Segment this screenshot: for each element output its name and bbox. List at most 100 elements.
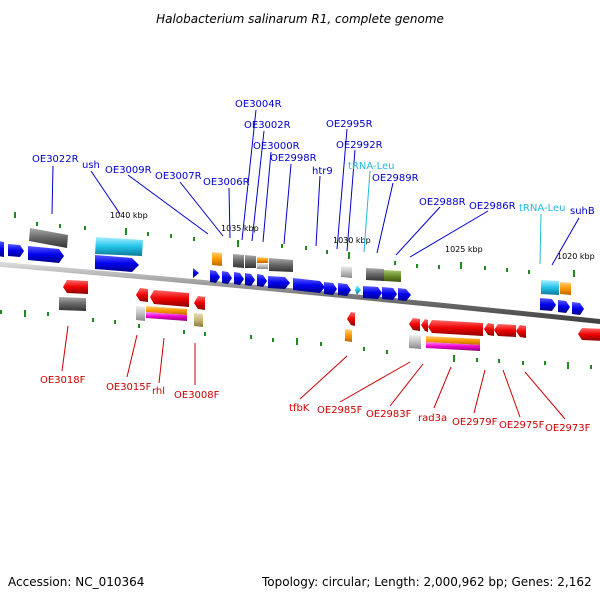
trna-labels: tRNA-Leu tRNA-Leu xyxy=(348,161,565,214)
forward-strand-genes xyxy=(63,280,600,341)
gene-label: OE2988R xyxy=(419,197,466,208)
gene-arrow xyxy=(194,296,205,310)
gene-feature xyxy=(194,313,203,327)
gene-arrow xyxy=(193,268,199,278)
trna-label: tRNA-Leu xyxy=(519,203,565,214)
gene-label: OE3007R xyxy=(155,171,202,182)
gene-arrow xyxy=(363,286,382,299)
gene-arrow xyxy=(409,318,420,331)
reverse-gene-labels: OE3022R ush OE3009R OE3007R OE3006R OE30… xyxy=(32,99,595,217)
gene-label: OE3008F xyxy=(174,390,220,401)
gene-feature xyxy=(136,306,145,321)
gene-feature xyxy=(269,258,293,272)
gene-label: rhl xyxy=(152,386,165,397)
gene-label: OE3004R xyxy=(235,99,282,110)
gene-arrow xyxy=(293,278,325,293)
gene-label: OE3000R xyxy=(253,141,300,152)
gene-label: tfbK xyxy=(289,403,310,414)
gene-arrow xyxy=(578,328,600,341)
scale-label: 1040 kbp xyxy=(110,211,148,220)
gene-feature xyxy=(426,342,480,351)
trna-label: tRNA-Leu xyxy=(348,161,394,172)
gene-label: OE3006R xyxy=(203,177,250,188)
gene-arrow xyxy=(95,255,139,272)
trna-arrow xyxy=(355,285,361,295)
reverse-leader-lines xyxy=(51,109,580,266)
gene-arrow xyxy=(28,246,64,263)
gene-feature xyxy=(59,297,86,311)
gene-feature xyxy=(257,263,268,269)
gene-arrow xyxy=(324,282,337,295)
gene-arrow xyxy=(234,272,244,285)
trna-leader-lines xyxy=(363,170,542,265)
gene-feature xyxy=(560,282,571,295)
gene-feature xyxy=(257,257,268,263)
gene-arrow xyxy=(338,283,351,296)
accession-text: Accession: NC_010364 xyxy=(8,575,145,589)
gene-label: rad3a xyxy=(418,413,447,424)
reverse-strand-outer-features xyxy=(29,228,571,295)
gene-feature xyxy=(29,228,68,248)
scale-label: 1025 kbp xyxy=(445,245,483,254)
gene-feature xyxy=(409,335,421,349)
gene-arrow xyxy=(210,270,220,283)
gene-label: OE2979F xyxy=(452,417,498,428)
gene-label: OE2992R xyxy=(336,140,383,151)
gene-label: OE2985F xyxy=(317,405,363,416)
gene-label: OE3009R xyxy=(105,165,152,176)
gene-label: OE3022R xyxy=(32,154,79,165)
gene-arrow xyxy=(245,273,255,286)
gene-feature xyxy=(146,312,187,321)
gene-arrow xyxy=(222,271,232,284)
gene-arrow xyxy=(428,320,483,336)
gene-label: OE2973F xyxy=(545,423,591,434)
gene-label: OE2995R xyxy=(326,119,373,130)
gene-arrow xyxy=(540,298,556,311)
gene-feature xyxy=(212,252,222,266)
reverse-strand-genes xyxy=(0,241,584,315)
gene-arrow xyxy=(0,241,4,257)
gene-arrow xyxy=(421,319,428,332)
topology-text: Topology: circular; Length: 2,000,962 bp… xyxy=(262,575,592,589)
gene-label: OE2983F xyxy=(366,409,412,420)
gene-feature xyxy=(384,270,401,282)
genome-backbone xyxy=(0,261,600,324)
gene-arrow xyxy=(572,302,584,315)
gene-feature xyxy=(245,255,256,268)
gene-arrow xyxy=(558,300,570,313)
forward-strand-outer-features xyxy=(59,297,480,351)
gene-arrow xyxy=(63,280,88,294)
tick-marks xyxy=(0,212,592,369)
scale-label: 1030 kbp xyxy=(333,236,371,245)
gene-feature xyxy=(345,329,352,342)
gene-arrow xyxy=(382,287,397,300)
gene-feature xyxy=(541,280,559,295)
gene-label: suhB xyxy=(570,206,595,217)
gene-label: OE2989R xyxy=(372,173,419,184)
gene-label: OE2986R xyxy=(469,201,516,212)
gene-label: OE3015F xyxy=(106,382,152,393)
forward-gene-labels: OE3018F OE3015F rhl OE3008F tfbK OE2985F… xyxy=(40,375,591,434)
gene-arrow xyxy=(257,274,267,287)
forward-leader-lines xyxy=(61,325,566,420)
gene-arrow xyxy=(347,312,355,326)
gene-arrow xyxy=(268,276,290,289)
gene-label: OE2975F xyxy=(499,420,545,431)
gene-arrow xyxy=(8,244,24,257)
gene-feature xyxy=(95,237,143,256)
gene-label: htr9 xyxy=(312,166,333,177)
gene-feature xyxy=(233,254,244,268)
gene-feature xyxy=(366,268,384,281)
gene-label: OE2998R xyxy=(270,153,317,164)
gene-label: OE3002R xyxy=(244,120,291,131)
gene-arrow xyxy=(516,325,526,338)
gene-label: OE3018F xyxy=(40,375,86,386)
gene-label: ush xyxy=(82,160,100,171)
scale-label: 1020 kbp xyxy=(557,252,595,261)
gene-arrow xyxy=(398,288,411,301)
map-title: Halobacterium salinarum R1, complete gen… xyxy=(156,12,444,26)
scale-labels: 1040 kbp 1035 kbp 1030 kbp 1025 kbp 1020… xyxy=(110,211,595,261)
gene-arrow xyxy=(136,288,148,302)
gene-arrow xyxy=(494,324,516,337)
